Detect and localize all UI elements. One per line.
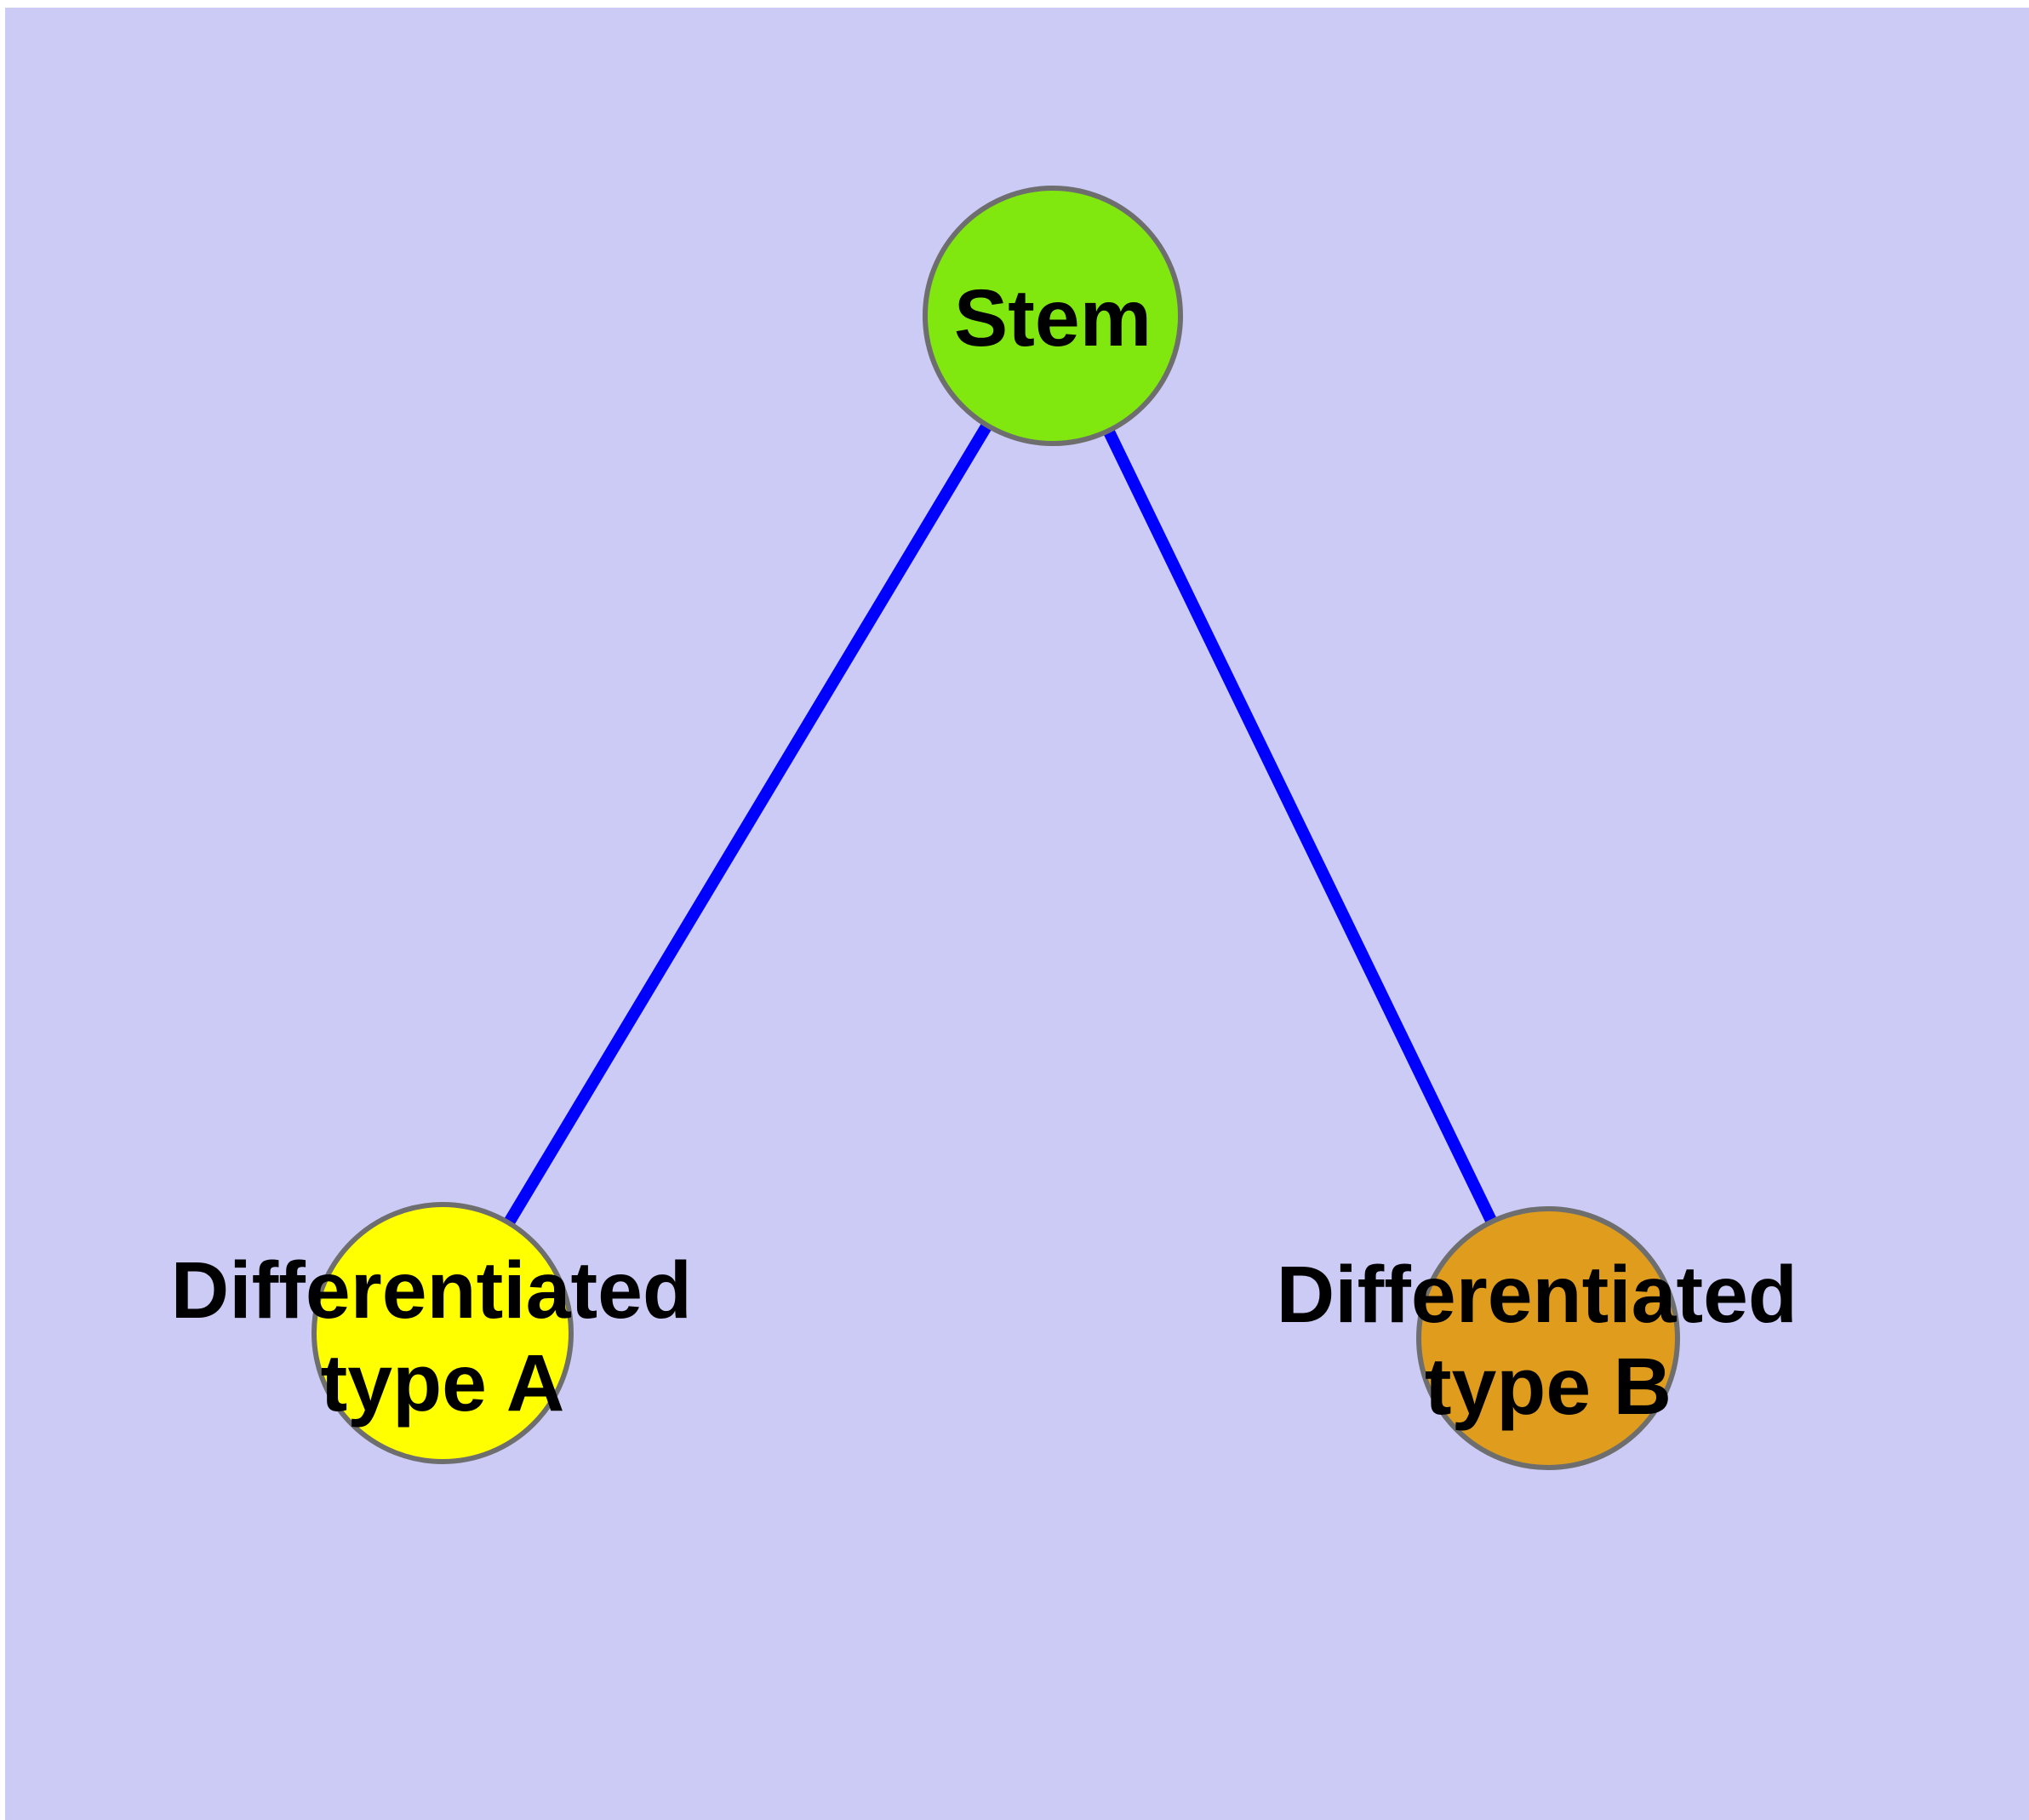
node-differentiated-type-b-label-line1: Differentiated [1277, 1250, 1798, 1340]
edges [437, 312, 1554, 1342]
node-differentiated-type-a-label-line2: type A [321, 1338, 565, 1428]
node-differentiated-type-b-label-line2: type B [1425, 1342, 1672, 1432]
edge-stem-to-type-b [1047, 312, 1554, 1342]
node-differentiated-type-b-label: Differentiated type B [1277, 1250, 1820, 1432]
node-differentiated-type-b: Differentiated type B [1277, 1206, 1820, 1470]
node-differentiated-type-a: Differentiated type A [171, 1202, 715, 1464]
edge-stem-to-type-a [437, 312, 1059, 1336]
node-stem-circle [923, 186, 1183, 446]
node-differentiated-type-b-circle [1416, 1206, 1680, 1470]
node-differentiated-type-a-label-line1: Differentiated [171, 1245, 692, 1336]
node-stem: Stem [923, 186, 1183, 446]
node-stem-label: Stem [954, 273, 1152, 363]
node-differentiated-type-a-circle [311, 1202, 574, 1464]
node-differentiated-type-a-label: Differentiated type A [171, 1245, 715, 1428]
